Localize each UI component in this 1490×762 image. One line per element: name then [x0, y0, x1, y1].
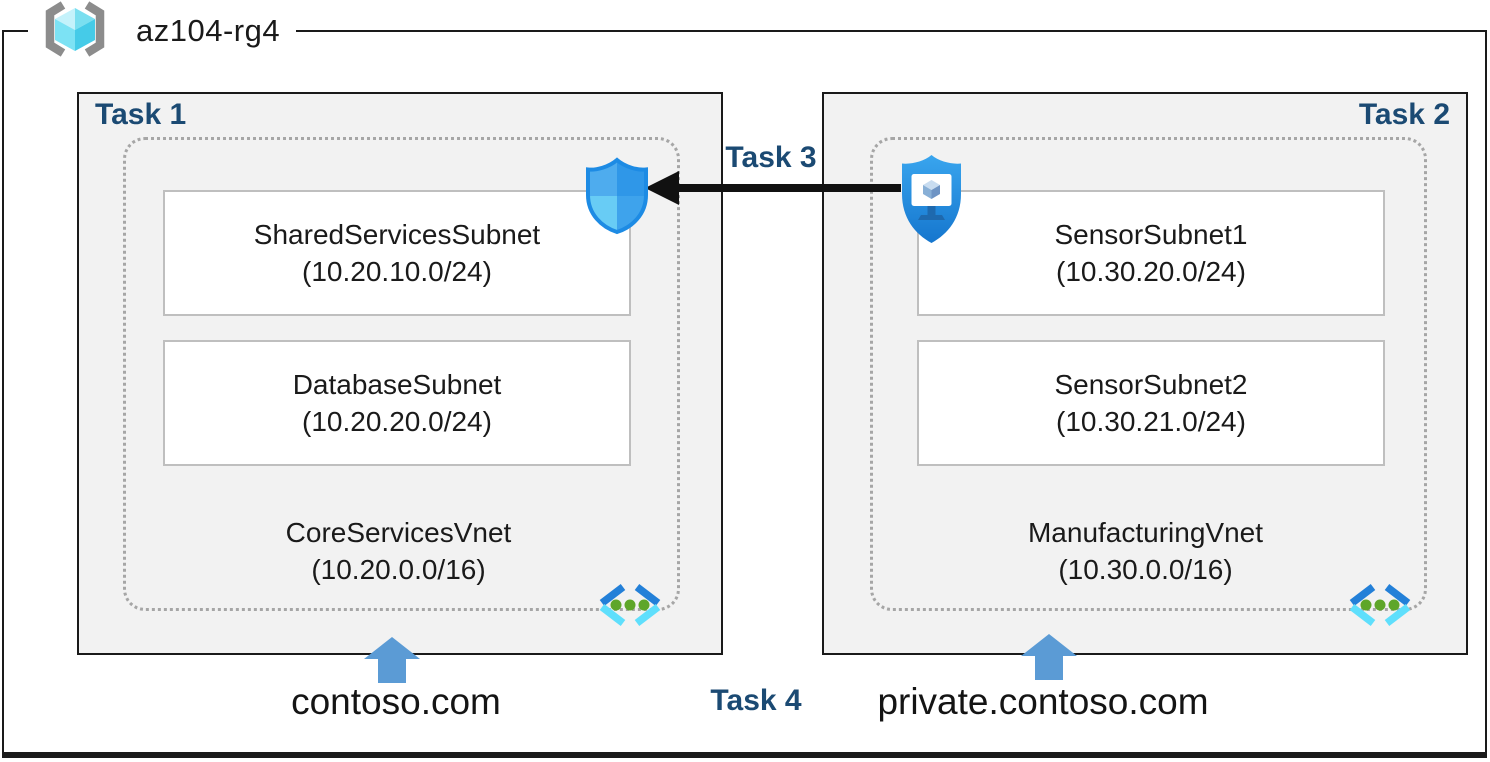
task4-label: Task 4 — [710, 684, 802, 717]
core-services-vnet-label: CoreServicesVnet (10.20.0.0/16) — [120, 514, 677, 588]
manufacturing-vnet-boundary — [870, 137, 1427, 611]
subnet-cidr: (10.20.10.0/24) — [302, 256, 492, 287]
manufacturing-vnet-label: ManufacturingVnet (10.30.0.0/16) — [867, 514, 1424, 588]
virtual-network-icon — [595, 582, 665, 633]
subnet-name: SensorSubnet1 — [1054, 219, 1248, 250]
bastion-shield-icon — [898, 152, 965, 252]
vnet-cidr: (10.30.0.0/16) — [1058, 554, 1233, 585]
subnet-name: SharedServicesSubnet — [253, 219, 541, 250]
up-arrow-icon — [364, 637, 420, 688]
left-arrow-icon — [645, 168, 901, 213]
contoso-dns-label: contoso.com — [291, 681, 501, 722]
task2-label: Task 2 — [1358, 98, 1450, 131]
task3-label: Task 3 — [725, 141, 817, 174]
network-security-group-shield-icon — [584, 157, 650, 240]
subnet-cidr: (10.30.21.0/24) — [1056, 406, 1246, 437]
task1-box: Task 1 SharedServicesSubnet (10.20.10.0/… — [77, 92, 723, 655]
subnet-cidr: (10.20.20.0/24) — [302, 406, 492, 437]
private-contoso-dns-label: private.contoso.com — [877, 681, 1209, 722]
vnet-name: CoreServicesVnet — [285, 517, 512, 548]
task1-label: Task 1 — [95, 98, 187, 131]
task2-box: Task 2 SensorSubnet1 (10.30.20.0/24) Sen… — [822, 92, 1468, 655]
sensor-subnet-2: SensorSubnet2 (10.30.21.0/24) — [917, 340, 1385, 466]
database-subnet: DatabaseSubnet (10.20.20.0/24) — [163, 340, 631, 466]
subnet-name: SensorSubnet2 — [1054, 369, 1248, 400]
sensor-subnet-1: SensorSubnet1 (10.30.20.0/24) — [917, 190, 1385, 316]
up-arrow-icon — [1021, 634, 1077, 685]
resource-group-icon — [36, 0, 114, 65]
subnet-name: DatabaseSubnet — [292, 369, 502, 400]
resource-group-name: az104-rg4 — [136, 13, 281, 48]
subnet-cidr: (10.30.20.0/24) — [1056, 256, 1246, 287]
core-services-vnet-boundary — [123, 137, 680, 611]
resource-group-header: az104-rg4 — [28, 0, 297, 65]
virtual-network-icon — [1345, 582, 1415, 633]
vnet-name: ManufacturingVnet — [1027, 517, 1264, 548]
resource-group-boundary — [2, 30, 1487, 758]
shared-services-subnet: SharedServicesSubnet (10.20.10.0/24) — [163, 190, 631, 316]
vnet-cidr: (10.20.0.0/16) — [311, 554, 486, 585]
